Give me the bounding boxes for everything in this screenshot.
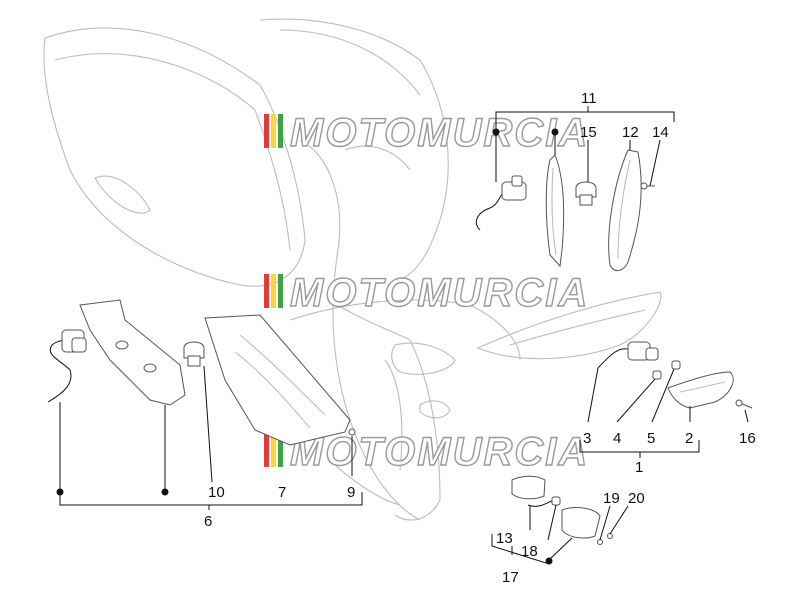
- callout-7: 7: [278, 484, 286, 501]
- bulb-15: [575, 181, 597, 206]
- screw-14: [640, 182, 655, 190]
- callout-3: 3: [583, 430, 591, 447]
- license-light-lens-7: [204, 314, 351, 446]
- part-wiring-socket-1: [597, 341, 659, 369]
- callout-2: 2: [685, 430, 693, 447]
- callout-5: 5: [647, 430, 655, 447]
- screw-16: [735, 399, 753, 409]
- callout-9: 9: [347, 484, 355, 501]
- leader-lines: [59, 106, 749, 565]
- svg-text:MOTOMURCIA: MOTOMURCIA: [290, 271, 589, 315]
- callout-6: 6: [204, 513, 212, 530]
- watermark-middle: MOTOMURCIA: [264, 270, 589, 316]
- watermark-bottom: MOTOMURCIA: [264, 429, 589, 475]
- screw-9: [348, 428, 356, 436]
- side-reflector-lens: [545, 154, 565, 268]
- callout-19: 19: [603, 490, 620, 507]
- turn-signal-lens-12: [608, 149, 642, 272]
- callout-20: 20: [628, 490, 645, 507]
- small-bulb-5: [671, 360, 681, 370]
- scooter-body-ghost: [43, 18, 662, 521]
- part-wiring-socket-13: [511, 475, 556, 507]
- bracket-plate-6: [79, 299, 186, 406]
- bulb-10: [183, 341, 205, 367]
- connector-dots: [56, 128, 559, 565]
- svg-text:MOTOMURCIA: MOTOMURCIA: [290, 430, 589, 474]
- callout-17: 17: [502, 569, 519, 586]
- callout-10: 10: [208, 484, 225, 501]
- callout-1: 1: [635, 459, 643, 476]
- svg-text:MOTOMURCIA: MOTOMURCIA: [290, 111, 589, 155]
- callout-12: 12: [622, 124, 639, 141]
- watermark-top: MOTOMURCIA: [264, 110, 589, 156]
- callout-14: 14: [652, 124, 669, 141]
- part-wiring-harness-6: [47, 329, 87, 403]
- lens-17: [561, 507, 601, 539]
- small-bulb-4: [652, 370, 662, 380]
- callout-18: 18: [521, 543, 538, 560]
- screw-19: [597, 539, 603, 545]
- callout-4: 4: [613, 430, 621, 447]
- part-wiring-socket-upper: [475, 175, 527, 231]
- callout-11: 11: [581, 90, 597, 107]
- callout-15: 15: [580, 124, 597, 141]
- small-bulb-18: [551, 496, 561, 506]
- callout-16: 16: [739, 430, 756, 447]
- screw-20: [607, 533, 613, 539]
- callout-13: 13: [496, 530, 513, 547]
- callout-labels: 11 15 12 14 10 7 9 6 3 4 5 2 16 1 19 20 …: [204, 90, 756, 586]
- lens-2: [667, 371, 734, 409]
